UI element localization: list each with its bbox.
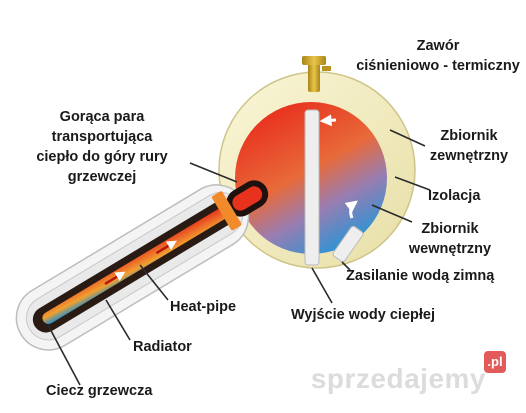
label-hot-vapor-line2: transportująca bbox=[51, 129, 153, 145]
pointer-inner-tank bbox=[371, 204, 413, 223]
label-outer-tank-line2: zewnętrzny bbox=[429, 148, 509, 164]
cold-feed-pipe bbox=[332, 225, 364, 263]
label-hot-vapor-line1: Gorąca para bbox=[59, 109, 145, 125]
vapor-arrow-1 bbox=[104, 271, 126, 286]
vapor-arrow-2 bbox=[155, 240, 178, 255]
label-hot-outlet: Wyjście wody ciepłej bbox=[291, 307, 435, 323]
label-valve: Zawór ciśnieniowo - termiczny bbox=[348, 36, 526, 76]
tube-collar bbox=[212, 191, 242, 231]
flow-arrow-curve bbox=[344, 200, 358, 219]
condenser-core bbox=[232, 186, 263, 211]
pointer-radiator bbox=[105, 299, 131, 341]
label-inner-tank: Zbiornik wewnętrzny bbox=[400, 219, 500, 259]
label-valve-line2: ciśnieniowo - termiczny bbox=[356, 58, 520, 74]
valve-lever bbox=[322, 66, 331, 71]
label-valve-line1: Zawór bbox=[416, 38, 460, 54]
label-heat-pipe: Heat-pipe bbox=[170, 299, 237, 315]
label-inner-tank-line1: Zbiornik bbox=[421, 221, 479, 237]
pointer-fluid bbox=[47, 324, 81, 386]
label-hot-vapor: Gorąca para transportująca ciepło do gór… bbox=[12, 107, 192, 187]
evacuated-tube bbox=[15, 180, 269, 351]
pointer-outer-tank bbox=[389, 129, 426, 147]
label-insulation: Izolacja bbox=[428, 188, 481, 204]
label-hot-vapor-line4: grzewczej bbox=[67, 169, 137, 185]
label-hot-vapor-line3: ciepło do góry rury bbox=[36, 149, 168, 165]
pointer-hot-vapor bbox=[189, 162, 238, 183]
label-radiator: Radiator bbox=[133, 339, 192, 355]
hot-outlet-pipe bbox=[304, 109, 320, 266]
pointer-lines bbox=[47, 129, 431, 386]
pressure-valve bbox=[302, 56, 331, 92]
label-cold-feed: Zasilanie wodą zimną bbox=[346, 268, 495, 284]
flow-arrow-top bbox=[319, 114, 337, 127]
valve-body bbox=[308, 62, 320, 92]
label-inner-tank-line2: wewnętrzny bbox=[408, 241, 492, 257]
label-outer-tank: Zbiornik zewnętrzny bbox=[420, 126, 518, 166]
pointer-heat-pipe bbox=[139, 264, 169, 301]
watermark-text: sprzedajemy bbox=[310, 363, 486, 394]
watermark-badge: .pl bbox=[484, 351, 506, 373]
pointer-insulation bbox=[394, 176, 431, 191]
pointer-hot-outlet bbox=[311, 267, 333, 304]
label-fluid: Ciecz grzewcza bbox=[46, 383, 153, 399]
valve-cap bbox=[302, 56, 326, 65]
label-outer-tank-line1: Zbiornik bbox=[440, 128, 498, 144]
heat-pipe-core bbox=[42, 205, 232, 324]
pointer-cold-feed bbox=[341, 261, 351, 271]
